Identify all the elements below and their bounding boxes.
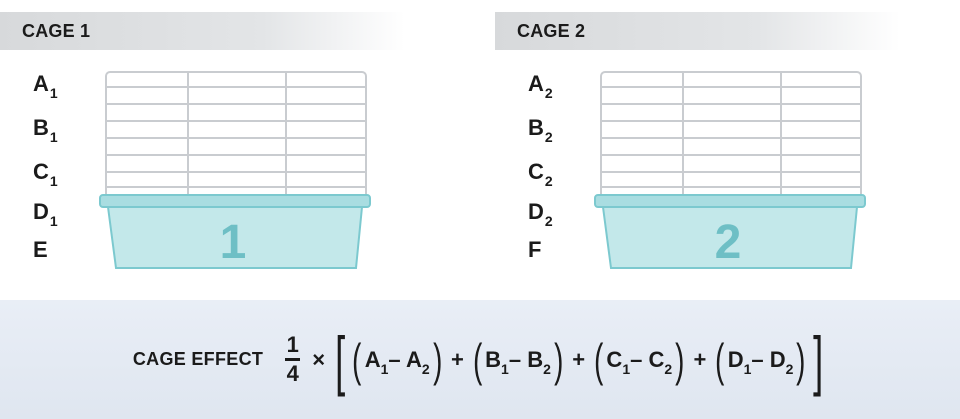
cage-1-label-a: A1 <box>33 71 58 102</box>
term-3-close-paren: ) <box>675 333 685 386</box>
right-bracket: ] <box>812 322 823 397</box>
cage-2-label-f: F <box>528 237 542 262</box>
term-4: D1– D2 <box>727 346 794 377</box>
cage-effect-formula: CAGE EFFECT 1 4 × [ ( A1– A2 ) + ( B1– B… <box>0 300 960 419</box>
left-bracket: [ <box>335 322 346 397</box>
term-4-close-paren: ) <box>796 333 806 386</box>
cage-2-number: 2 <box>715 216 742 269</box>
cage-1-wire-grid <box>105 71 367 201</box>
term-3-open-paren: ( <box>594 333 604 386</box>
cage-2-wire-grid <box>600 71 862 201</box>
cage-1-label-d: D1 <box>33 199 58 230</box>
term-2-open-paren: ( <box>472 333 483 386</box>
times-sign: × <box>312 346 326 372</box>
term-1-open-paren: ( <box>352 333 362 386</box>
cage-1-label-e: E <box>33 237 48 262</box>
cage-2-label-c: C2 <box>528 159 553 190</box>
cage-1-illustration: 1 <box>99 71 371 269</box>
fraction-numerator: 1 <box>286 332 299 358</box>
cage-1-label-c: C1 <box>33 159 58 190</box>
fraction-bar <box>285 358 301 361</box>
cage-2-illustration: 2 <box>594 71 866 269</box>
term-2: B1– B2 <box>485 346 551 377</box>
fraction: 1 4 <box>285 332 301 386</box>
plus-sign-3: + <box>693 346 707 372</box>
cage-1-panel: CAGE 1 A1 B1 C1 D1 E 1 <box>0 0 470 300</box>
cage-1-tub <box>99 194 371 269</box>
cage-2-panel: CAGE 2 A2 B2 C2 D2 F 2 <box>495 0 960 300</box>
cage-1-header: CAGE 1 <box>0 12 405 50</box>
fraction-denominator: 4 <box>286 360 299 386</box>
cage-effect-footer: CAGE EFFECT 1 4 × [ ( A1– A2 ) + ( B1– B… <box>0 300 960 419</box>
cage-1-number: 1 <box>220 216 247 269</box>
term-1-close-paren: ) <box>432 333 442 386</box>
cage-2-label-d: D2 <box>528 199 553 230</box>
cage-effect-label: CAGE EFFECT <box>132 349 264 369</box>
plus-sign-1: + <box>450 346 464 372</box>
term-3: C1– C2 <box>606 346 673 377</box>
cage-2-label-a: A2 <box>528 71 553 102</box>
cage-2-header: CAGE 2 <box>495 12 900 50</box>
cage-2-tub <box>594 194 866 269</box>
cage-1-label-b: B1 <box>33 115 58 146</box>
term-1: A1– A2 <box>364 346 430 377</box>
term-4-open-paren: ( <box>715 333 725 386</box>
cage-2-label-b: B2 <box>528 115 553 146</box>
plus-sign-2: + <box>572 346 586 372</box>
term-2-close-paren: ) <box>553 333 564 386</box>
